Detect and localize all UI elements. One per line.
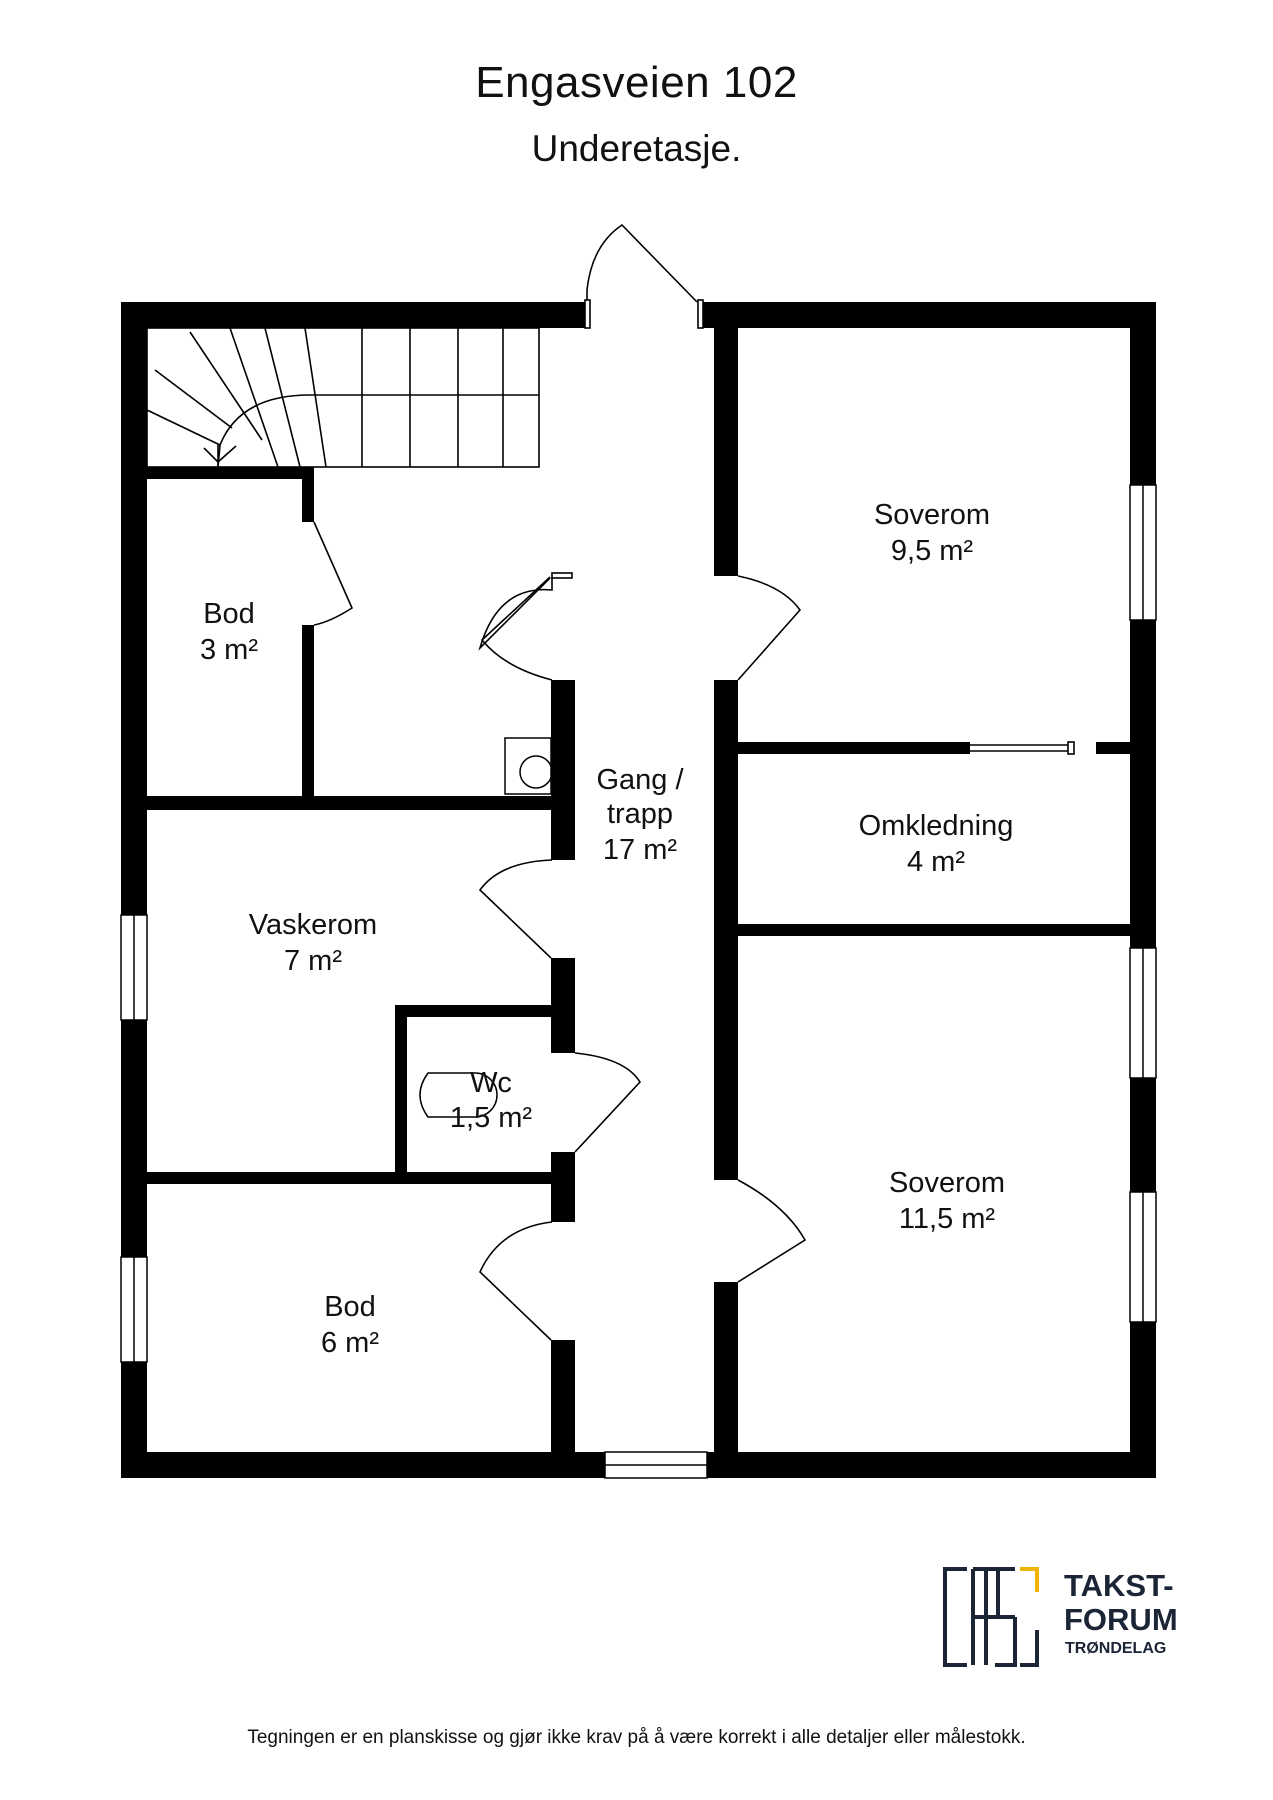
room-wc-area: 1,5 m² xyxy=(450,1102,533,1134)
wall-corridor-right-1 xyxy=(714,326,738,576)
wall-vaskerom-bottom xyxy=(147,1172,552,1184)
wall-stair-bottom xyxy=(147,467,314,479)
wall-corridor-left-4 xyxy=(551,1340,575,1454)
staircase xyxy=(146,327,540,468)
wall-omkledning-bottom xyxy=(738,924,1132,936)
wall-corridor-left-3 xyxy=(551,1152,575,1222)
logo-text-line3: TRØNDELAG xyxy=(1065,1640,1166,1657)
door-entrance xyxy=(586,223,698,326)
room-gang-area: 17 m² xyxy=(603,834,677,866)
room-vaskerom-area: 7 m² xyxy=(284,945,342,977)
room-bod-small-name: Bod xyxy=(203,598,255,630)
door-bod-small xyxy=(313,521,354,626)
toilet-icon xyxy=(419,1072,498,1118)
wall-wc-top xyxy=(395,1005,553,1017)
wall-bod-small-right-top xyxy=(302,467,314,522)
wall-corridor-left-1 xyxy=(551,680,575,860)
drain-icon xyxy=(519,755,553,789)
outer-wall-bottom-right xyxy=(707,1452,1156,1478)
door-bedroom-1 xyxy=(737,575,802,681)
disclaimer-text: Tegningen er en planskisse og gjør ikke … xyxy=(247,1727,1026,1748)
walls xyxy=(121,302,1156,1478)
takstforum-logo: TAKST- FORUM TRØNDELAG xyxy=(943,1567,1178,1667)
room-gang-name2: trapp xyxy=(607,798,673,830)
wall-wc-left xyxy=(395,1005,407,1175)
outer-wall-top-left xyxy=(121,302,587,328)
wall-omkledning-top-left xyxy=(738,742,970,754)
room-omkledning-area: 4 m² xyxy=(907,846,965,878)
wall-corridor-right-3 xyxy=(714,1282,738,1454)
door-wc xyxy=(574,1052,642,1153)
wall-bod-small-right-bottom xyxy=(302,625,314,805)
logo-accent-icon xyxy=(1020,1567,1039,1592)
door-corridor-upper xyxy=(478,577,553,651)
floor-subtitle: Underetasje. xyxy=(531,128,742,169)
room-vaskerom-name: Vaskerom xyxy=(249,909,377,941)
door-vaskerom xyxy=(478,859,553,959)
wall-bod-small-bottom xyxy=(147,796,552,810)
logo-bracket-icon xyxy=(943,1567,967,1667)
outer-wall-bottom-left xyxy=(121,1452,605,1478)
doors xyxy=(313,223,1075,1341)
room-bod-large-area: 6 m² xyxy=(321,1327,379,1359)
windows xyxy=(120,484,1157,1479)
door-bedroom-2 xyxy=(737,1179,807,1283)
fixtures xyxy=(419,737,553,1118)
room-soverom-2-name: Soverom xyxy=(889,1167,1005,1199)
room-labels: Bod 3 m² Gang / trapp 17 m² Soverom 9,5 … xyxy=(200,499,1013,1359)
wall-corridor-left-2 xyxy=(551,958,575,1053)
room-bod-small-area: 3 m² xyxy=(200,634,258,666)
room-bod-large-name: Bod xyxy=(324,1291,376,1323)
logo-letter-icon xyxy=(971,1567,1017,1667)
room-omkledning-name: Omkledning xyxy=(859,810,1014,842)
room-soverom-2-area: 11,5 m² xyxy=(899,1203,996,1235)
door-bod-large xyxy=(479,1221,553,1341)
outer-wall-top-right xyxy=(702,302,1156,328)
room-soverom-1-name: Soverom xyxy=(874,499,990,531)
wall-omkledning-top-right xyxy=(1096,742,1132,754)
room-wc-name: Wc xyxy=(470,1067,512,1099)
door-corridor-upper-arc xyxy=(480,576,553,681)
room-soverom-1-area: 9,5 m² xyxy=(891,535,974,567)
plan-title: Engasveien 102 xyxy=(475,58,798,107)
room-gang-name: Gang / xyxy=(596,764,684,796)
logo-text-line1: TAKST- xyxy=(1064,1568,1174,1603)
wall-corridor-right-2 xyxy=(714,680,738,1180)
logo-text-line2: FORUM xyxy=(1064,1602,1178,1637)
